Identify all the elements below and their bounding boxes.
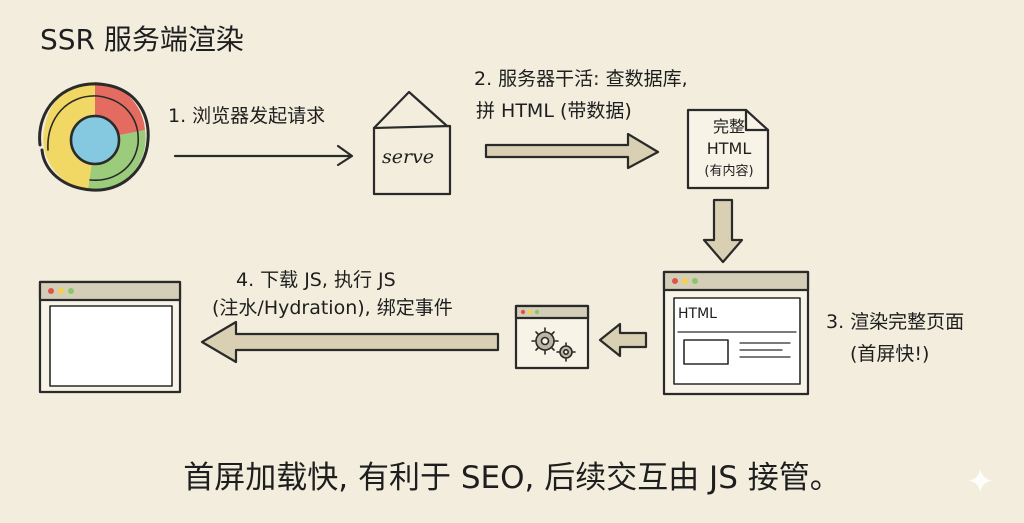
- arrow-build-html: [484, 132, 660, 170]
- step-1-label: 1. 浏览器发起请求: [168, 105, 326, 127]
- final-page-window: [38, 280, 182, 394]
- step-3-label-line2: (首屏快!): [850, 343, 930, 365]
- footer-summary: 首屏加载快, 有利于 SEO, 后续交互由 JS 接管。: [183, 460, 841, 496]
- gear-window: [514, 304, 590, 370]
- document-line-1: 完整: [712, 117, 745, 136]
- sparkle-icon: ✦: [966, 462, 995, 502]
- server-label: serve: [382, 146, 435, 168]
- gear-icon: [531, 327, 576, 362]
- server-icon: [372, 90, 452, 196]
- document-line-3: (有内容): [704, 164, 754, 179]
- rendered-page-window: [662, 270, 810, 396]
- step-4-label-line2: (注水/Hydration), 绑定事件: [212, 297, 453, 319]
- diagram-title: SSR 服务端渲染: [40, 23, 244, 56]
- step-4-label-line1: 4. 下载 JS, 执行 JS: [236, 269, 396, 291]
- page-html-label: HTML: [678, 306, 717, 322]
- step-2-label-line1: 2. 服务器干活: 查数据库,: [474, 68, 688, 90]
- arrow-download-js: [598, 322, 648, 358]
- arrow-request: [173, 144, 354, 167]
- browser-logo-icon: [38, 82, 150, 192]
- arrow-render: [702, 198, 744, 264]
- arrow-hydrate: [200, 320, 500, 364]
- html-document-icon: [686, 108, 770, 190]
- document-line-2: HTML: [706, 139, 752, 158]
- step-2-label-line2: 拼 HTML (带数据): [476, 100, 632, 122]
- step-3-label-line1: 3. 渲染完整页面: [826, 311, 965, 333]
